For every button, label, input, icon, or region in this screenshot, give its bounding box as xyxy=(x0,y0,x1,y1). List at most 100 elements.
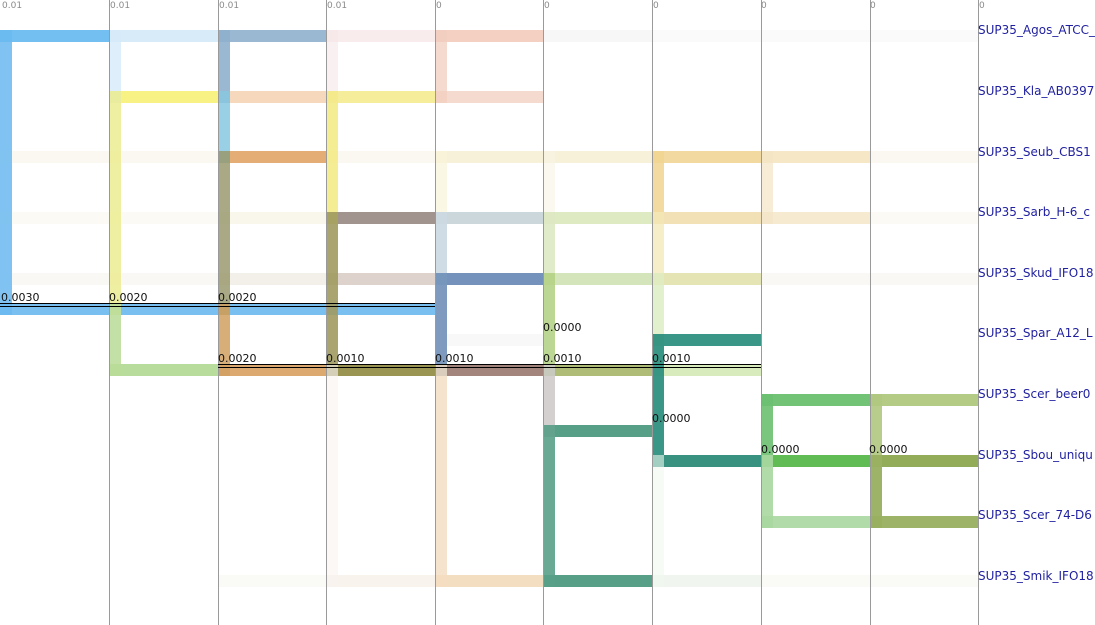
tree-branch xyxy=(435,151,447,224)
taxon-label[interactable]: SUP35_Kla_AB0397 xyxy=(978,84,1095,98)
taxon-label[interactable]: SUP35_Scer_74-D6 xyxy=(978,508,1092,522)
tree-branch xyxy=(652,364,761,376)
column-label: 0 xyxy=(653,1,659,11)
branch-length-label: 0.0030 xyxy=(1,291,40,304)
tree-branch xyxy=(543,30,652,42)
tree-branch xyxy=(435,273,447,376)
tree-branch xyxy=(543,364,555,437)
tree-branch xyxy=(543,364,652,376)
tree-branch xyxy=(870,455,978,467)
column-label: 0 xyxy=(979,1,985,11)
branch-length-label: 0.0000 xyxy=(869,443,908,456)
tree-branch xyxy=(326,91,338,224)
taxon-label[interactable]: SUP35_Sarb_H-6_c xyxy=(978,205,1091,219)
tree-branch xyxy=(218,273,326,285)
tree-branch xyxy=(543,273,555,376)
column-label: 0 xyxy=(870,1,876,11)
tree-branch xyxy=(652,273,664,346)
tree-branch xyxy=(435,30,543,42)
tree-branch xyxy=(652,212,761,224)
tree-branch xyxy=(543,212,652,224)
tree-branch xyxy=(326,212,435,224)
tree-branch xyxy=(218,91,230,163)
tree-branch xyxy=(870,455,882,528)
tree-branch xyxy=(218,151,230,315)
tree-branch xyxy=(543,575,652,587)
tree-branch xyxy=(652,575,761,587)
tree-branch xyxy=(543,425,652,437)
tree-branch xyxy=(326,273,435,285)
tree-branch xyxy=(435,212,447,285)
tree-branch xyxy=(761,151,870,163)
tree-branch xyxy=(435,212,543,224)
column-label: 0 xyxy=(544,1,550,11)
branch-length-label: 0.0020 xyxy=(218,291,257,304)
tree-branch xyxy=(109,364,218,376)
tree-branch xyxy=(761,151,773,224)
taxon-label[interactable]: SUP35_Smik_IFO18 xyxy=(978,569,1094,583)
column-label: 0.01 xyxy=(327,1,348,11)
tree-branch xyxy=(218,91,326,103)
taxon-label[interactable]: SUP35_Spar_A12_L xyxy=(978,326,1093,340)
tree-branch xyxy=(761,455,773,528)
tree-branch xyxy=(326,30,435,42)
tree-branch xyxy=(218,364,326,376)
branch-length-label: 0.0020 xyxy=(109,291,148,304)
tree-branch xyxy=(0,30,109,42)
tree-branch xyxy=(435,575,543,587)
tree-branch xyxy=(652,151,761,163)
tree-branch xyxy=(109,30,218,42)
taxon-label[interactable]: SUP35_Agos_ATCC_ xyxy=(978,23,1095,37)
tree-branch xyxy=(218,303,230,376)
tree-branch xyxy=(652,151,664,224)
tree-branch xyxy=(326,364,338,587)
tree-branch xyxy=(435,30,447,103)
branch-length-label: 0.0010 xyxy=(543,352,582,365)
taxon-label[interactable]: SUP35_Scer_beer0 xyxy=(978,387,1091,401)
tree-branch xyxy=(218,30,230,103)
tree-branch xyxy=(870,394,978,406)
column-label: 0 xyxy=(761,1,767,11)
tree-branch xyxy=(0,303,435,315)
tree-branch xyxy=(109,91,218,103)
tree-branch xyxy=(218,151,326,163)
tree-branch xyxy=(326,91,435,103)
tree-branch xyxy=(761,394,773,467)
tree-branch xyxy=(652,334,761,346)
tree-branch xyxy=(326,212,338,376)
column-label: 0.01 xyxy=(219,1,240,11)
tree-branch xyxy=(326,575,435,587)
taxon-label[interactable]: SUP35_Seub_CBS1 xyxy=(978,145,1091,159)
tree-branch xyxy=(761,394,870,406)
tree-branch xyxy=(543,425,555,587)
tree-branch xyxy=(652,455,664,587)
tree-branch xyxy=(435,364,447,587)
tree-branch xyxy=(435,364,543,376)
tree-branch xyxy=(109,30,121,103)
branch-length-label: 0.0010 xyxy=(326,352,365,365)
tree-branch xyxy=(326,364,435,376)
tree-branch xyxy=(218,30,326,42)
branch-length-label: 0.0010 xyxy=(652,352,691,365)
tree-branch xyxy=(543,212,555,285)
branch-length-label: 0.0000 xyxy=(543,321,582,334)
tree-branch xyxy=(326,30,338,103)
tree-branch xyxy=(543,273,652,285)
column-label: 0 xyxy=(436,1,442,11)
tree-branch xyxy=(652,273,761,285)
column-label: 0.01 xyxy=(110,1,131,11)
taxon-label[interactable]: SUP35_Sbou_uniqu xyxy=(978,448,1093,462)
tree-branch xyxy=(870,394,882,467)
branch-length-label: 0.0010 xyxy=(435,352,474,365)
branch-length-label: 0.0020 xyxy=(218,352,257,365)
tree-branch xyxy=(761,455,870,467)
branch-length-label: 0.0000 xyxy=(652,412,691,425)
tree-branch xyxy=(435,273,543,285)
tree-branch xyxy=(761,212,870,224)
branch-length-label: 0.0000 xyxy=(761,443,800,456)
taxon-label[interactable]: SUP35_Skud_IFO18 xyxy=(978,266,1094,280)
column-label: 0.01 xyxy=(2,1,23,11)
tree-branch xyxy=(870,516,978,528)
tree-branch xyxy=(435,334,543,346)
